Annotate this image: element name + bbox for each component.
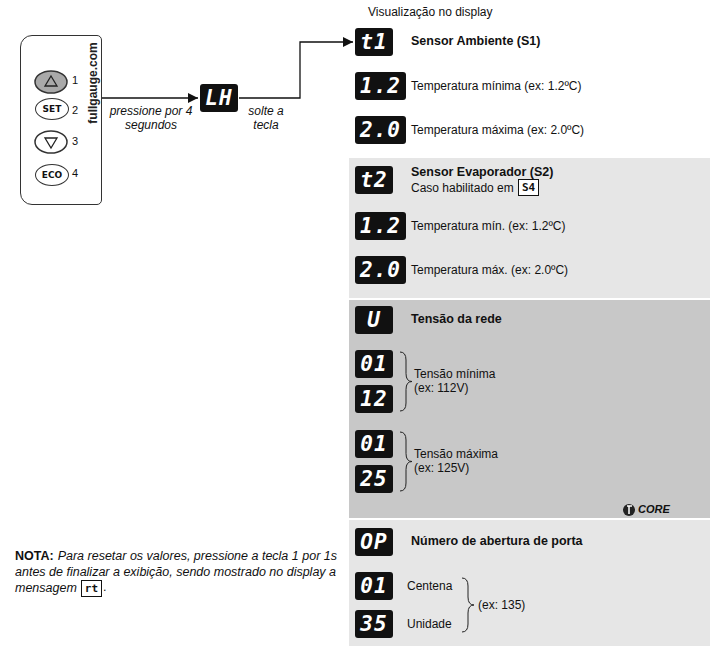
up-triangle xyxy=(45,76,57,86)
band xyxy=(349,520,710,646)
display-description: Número de abertura de porta xyxy=(411,534,583,548)
box-text: rt xyxy=(85,582,98,595)
core-logo-mark xyxy=(627,506,632,514)
display-digits: 25 xyxy=(355,465,393,493)
note-heading: NOTA: xyxy=(15,549,54,563)
display-readout: 2.0Temperatura máx. (ex: 2.0ºC) xyxy=(355,256,406,284)
display-description: Sensor Evaporador (S2) xyxy=(411,165,553,179)
arrow-connector xyxy=(239,42,353,98)
punctuation: . xyxy=(103,580,106,595)
eco-button: ECO xyxy=(35,164,69,186)
display-digits: 01 xyxy=(355,430,393,458)
display-digits: t2 xyxy=(355,166,393,194)
display-readout: 12 xyxy=(355,385,393,413)
note-block: NOTA:Para resetar os valores, pressione … xyxy=(15,548,340,596)
display-readout: UTensão da rede xyxy=(355,306,393,334)
display-readout: LH xyxy=(200,84,238,112)
display-readout: 01Tensão mínima (ex: 112V) xyxy=(355,350,393,378)
display-description: Tensão da rede xyxy=(411,312,502,326)
box-text: S4 xyxy=(522,181,535,194)
button-number: 2 xyxy=(72,104,78,117)
set-button: SET xyxy=(35,98,69,120)
panel-heading: Visualização no display xyxy=(368,5,493,19)
display-digits: 01 xyxy=(355,350,393,378)
button-text: ECO xyxy=(42,170,62,180)
display-description: Temperatura máxima (ex: 2.0ºC) xyxy=(411,123,584,137)
button-text: SET xyxy=(43,104,62,114)
display-description: Temperatura mín. (ex: 1.2ºC) xyxy=(411,219,565,233)
button-number: 4 xyxy=(72,167,78,180)
display-readout: 35Unidade xyxy=(355,610,393,638)
display-description: Temperatura máx. (ex: 2.0ºC) xyxy=(411,263,568,277)
display-digits: 12 xyxy=(355,385,393,413)
display-description: Caso habilitado em xyxy=(411,181,514,195)
band xyxy=(349,158,710,298)
display-readout: 1.2Temperatura mínima (ex: 1.2ºC) xyxy=(355,72,406,100)
display-description: Unidade xyxy=(407,617,452,631)
display-readout: OPNúmero de abertura de porta xyxy=(355,528,393,556)
display-digits: 2.0 xyxy=(355,116,406,144)
display-readout: 1.2Temperatura mín. (ex: 1.2ºC) xyxy=(355,212,406,240)
parameter-box: S4 xyxy=(518,179,539,196)
display-digits: 1.2 xyxy=(355,212,406,240)
brace xyxy=(462,578,474,632)
edge-label: pressione por 4 segundos xyxy=(106,104,196,133)
display-digits: LH xyxy=(200,84,238,112)
display-digits: 01 xyxy=(355,572,393,600)
edge-label: solte a tecla xyxy=(241,104,291,133)
display-digits: 1.2 xyxy=(355,72,406,100)
display-readout: t2Sensor Evaporador (S2)Caso habilitado … xyxy=(355,166,393,194)
message-box: rt xyxy=(81,580,102,597)
button-number: 3 xyxy=(72,135,78,148)
up-button xyxy=(35,71,67,93)
band xyxy=(349,300,710,518)
note-text: Para resetar os valores, pressione a tec… xyxy=(15,549,337,595)
display-digits: OP xyxy=(355,528,393,556)
example-note: (ex: 135) xyxy=(478,598,525,612)
display-readout: 01Centena xyxy=(355,572,393,600)
arrow-connector xyxy=(102,97,198,98)
brace xyxy=(400,432,412,491)
display-digits: 2.0 xyxy=(355,256,406,284)
brand-text: fullgauge.com xyxy=(85,42,99,123)
display-description: Sensor Ambiente (S1) xyxy=(411,34,540,48)
display-readout: 2.0Temperatura máxima (ex: 2.0ºC) xyxy=(355,116,406,144)
display-description: Tensão mínima (ex: 112V) xyxy=(414,367,509,395)
display-description: Centena xyxy=(407,579,452,593)
brand-logo: CORE xyxy=(638,503,670,516)
brace xyxy=(400,352,412,411)
controller-device: fullgauge.comSET ECO xyxy=(20,35,102,205)
button-number: 1 xyxy=(72,74,78,87)
display-readout: 25 xyxy=(355,465,393,493)
display-readout: 01Tensão máxima (ex: 125V) xyxy=(355,430,393,458)
display-description: Tensão máxima (ex: 125V) xyxy=(414,447,509,475)
core-logo xyxy=(623,504,635,516)
display-description: Temperatura mínima (ex: 1.2ºC) xyxy=(411,79,581,93)
down-button xyxy=(35,131,67,153)
display-digits: U xyxy=(355,306,393,334)
display-digits: 35 xyxy=(355,610,393,638)
down-triangle xyxy=(45,138,57,148)
display-readout: t1Sensor Ambiente (S1) xyxy=(355,28,393,56)
display-digits: t1 xyxy=(355,28,393,56)
